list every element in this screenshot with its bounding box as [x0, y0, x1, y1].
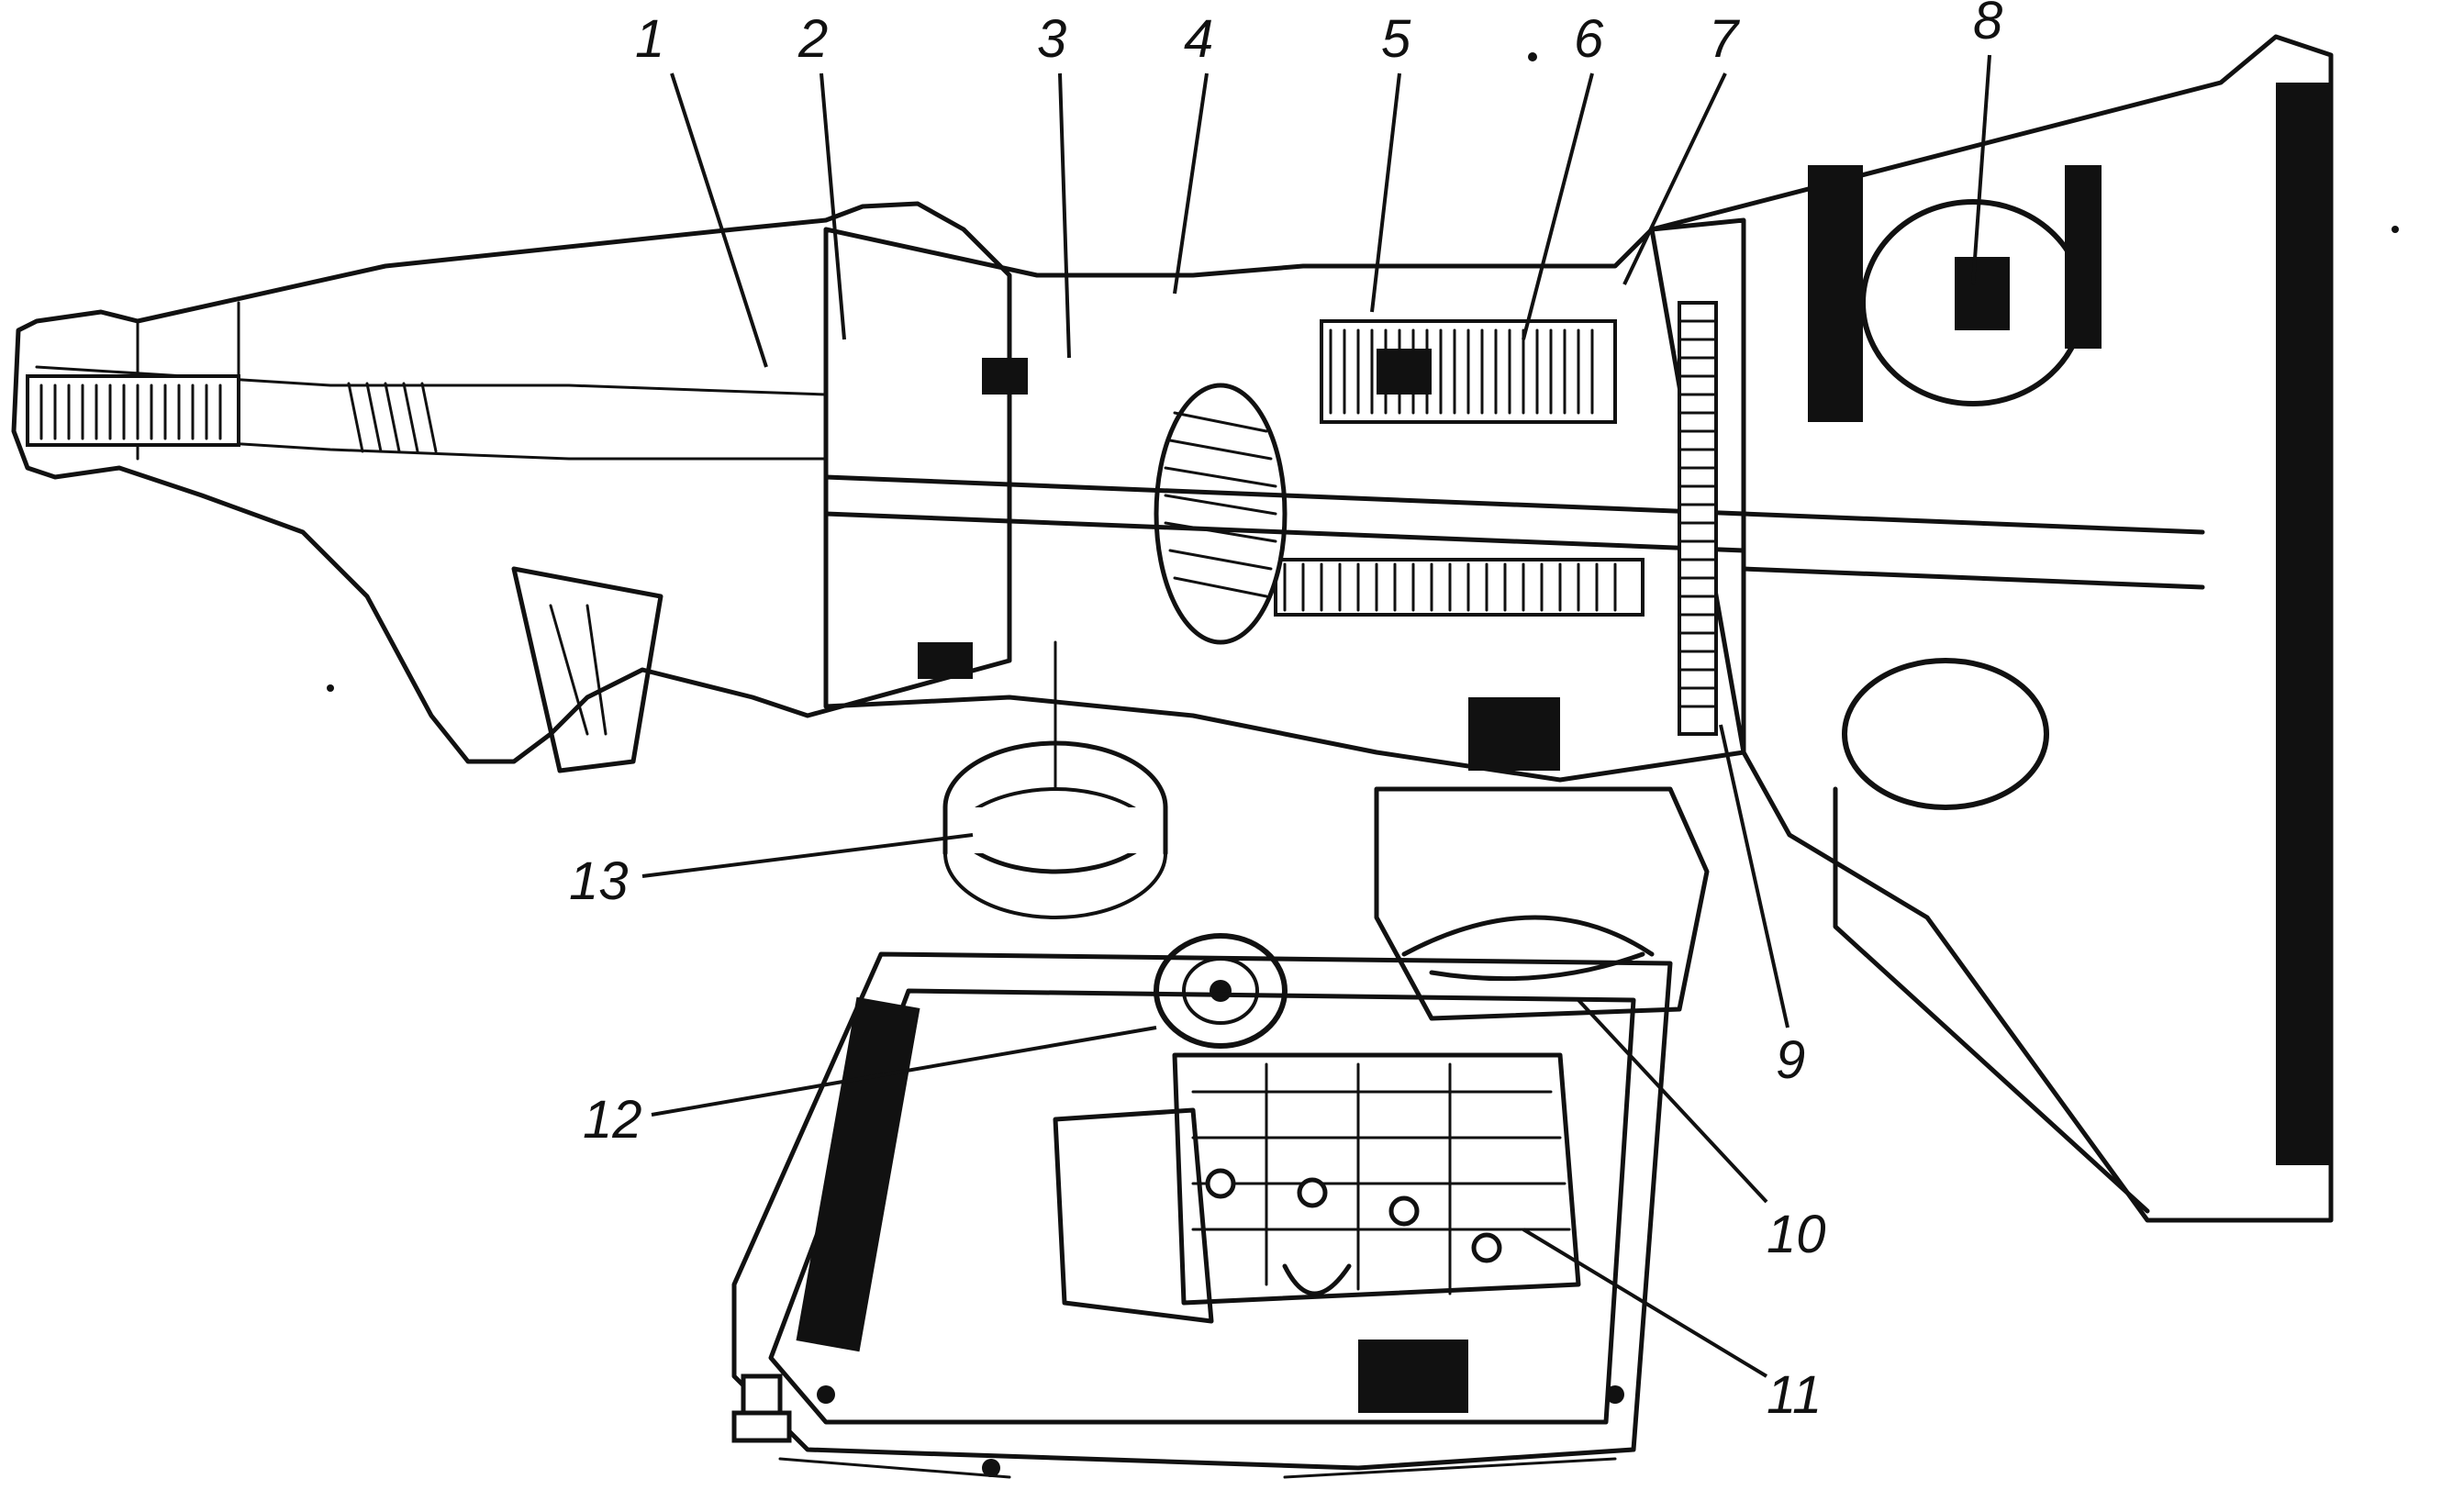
- callout-11: 11: [1522, 1228, 1822, 1425]
- servo-piston: [942, 640, 1168, 919]
- callout-label-5: 5: [1381, 9, 1411, 69]
- callout-label-13: 13: [569, 851, 629, 911]
- callout-label-8: 8: [1973, 0, 2002, 50]
- callout-label-1: 1: [635, 9, 664, 69]
- callout-8: 8: [1971, 0, 2002, 285]
- callout-label-3: 3: [1037, 9, 1066, 69]
- callout-10: 10: [1577, 998, 1826, 1264]
- callout-13: 13: [569, 833, 974, 911]
- callout-label-10: 10: [1767, 1205, 1826, 1264]
- extension-housing: [11, 201, 1012, 773]
- valve-body: [1053, 1052, 1581, 1413]
- main-case: [823, 217, 1746, 783]
- callout-3: 3: [1037, 9, 1071, 359]
- bell-housing: [1649, 34, 2334, 1223]
- callout-label-12: 12: [583, 1090, 642, 1150]
- drain-plug: [731, 1373, 792, 1443]
- output-shaft: [26, 374, 438, 453]
- callout-7: 7: [1622, 9, 1741, 285]
- oil-pan: [731, 951, 1673, 1479]
- valve-knob: [1154, 933, 1288, 1049]
- planetary-gearset: [1154, 383, 1288, 645]
- clutch-pack: [1320, 319, 1617, 424]
- callout-label-11: 11: [1767, 1365, 1822, 1425]
- callout-label-4: 4: [1184, 9, 1213, 69]
- callout-1: 1: [635, 9, 768, 368]
- clutch-pack: [1274, 558, 1645, 617]
- print-speck: [2392, 226, 2399, 233]
- callout-12: 12: [583, 1026, 1157, 1150]
- callout-label-7: 7: [1709, 9, 1741, 69]
- torque-converter: [1808, 165, 2102, 810]
- pump-gear: [1678, 301, 1718, 736]
- callout-label-6: 6: [1574, 9, 1604, 69]
- print-speck: [1528, 52, 1537, 61]
- print-speck: [327, 684, 334, 692]
- callout-6: 6: [1522, 9, 1604, 340]
- callout-9: 9: [1719, 724, 1805, 1090]
- callout-5: 5: [1370, 9, 1411, 313]
- valve-body-bowl: [1374, 697, 1710, 1021]
- callout-label-9: 9: [1776, 1030, 1805, 1090]
- callout-4: 4: [1173, 9, 1213, 295]
- callout-label-2: 2: [797, 9, 828, 69]
- callout-2: 2: [797, 9, 846, 340]
